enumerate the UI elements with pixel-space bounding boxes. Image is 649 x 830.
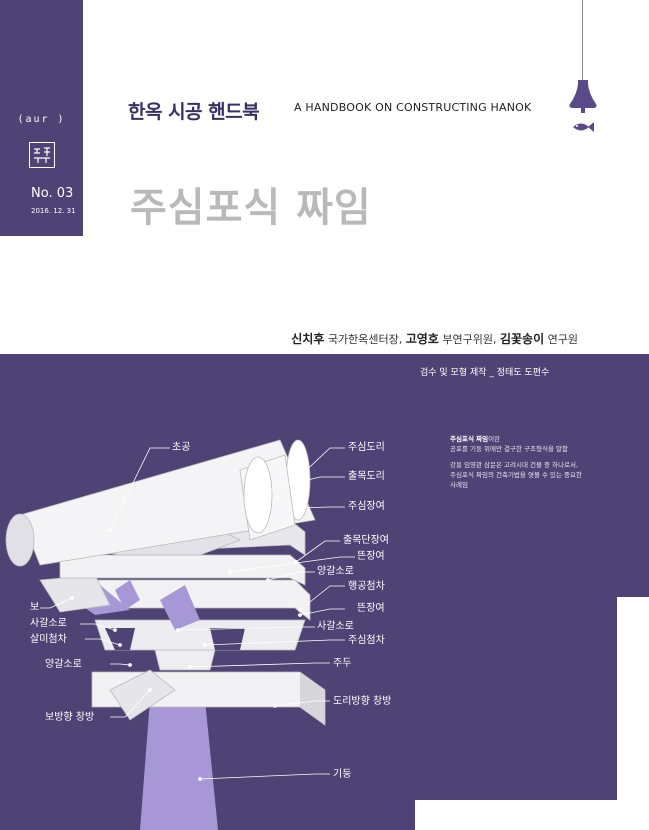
author-role: 부연구위원, [442,333,497,346]
description-line: 사례임 [450,481,468,489]
bo-changbang-shape [109,669,176,721]
label-sagalsoro-right: 사갈소로 [317,621,354,632]
page-title: 주심포식 짜임 [130,185,372,231]
label-chulmokdan-jangyeo: 출목단장여 [343,535,389,546]
gap-shape [105,628,135,650]
label-sagalsoro-left: 사갈소로 [30,618,67,629]
hanok-stamp-icon [29,142,55,168]
label-salmi-cheomcha: 살미첨차 [30,634,67,645]
label-bo-changbang: 보방향 창방 [45,712,95,723]
label-jusim-cheomcha: 주심첨차 [348,635,385,646]
label-bo: 보 [30,602,40,613]
jusimdori-end [5,513,35,567]
label-judu: 주두 [333,658,352,669]
fish-icon [573,122,594,132]
author-name: 신치후 [291,332,325,346]
issue-date: 2016. 12. 31 [31,207,76,215]
upper-jangyeo-shape [59,554,306,586]
judu-shape [154,649,216,671]
bracket-purple [115,580,140,610]
dori-changbang-side [300,672,325,725]
bracket-diagram [5,439,355,830]
description-line: 주심포식 짜임의 건축기법을 엿볼 수 있는 중요한 [450,471,582,479]
lower-arm-shape [94,619,306,651]
label-tteunjangyeo-upper: 뜬장여 [357,551,385,562]
panel-cutout [415,800,649,830]
label-haenggong-cheomcha: 행공첨차 [348,581,385,592]
description-term-suffix: 이란 [488,435,501,443]
gap-shape [210,628,245,650]
bracket-purple [160,585,200,630]
bell-icon [569,80,597,113]
label-chogong: 초공 [172,442,191,453]
author-name: 김꽃송이 [499,332,545,346]
chulmokdori-face [243,456,273,534]
author-role: 연구원 [547,333,578,346]
brand-logo: (aur ) [17,114,66,125]
authors-line: 신치후 국가한옥센터장, 고영호 부연구위원, 김꽃송이 연구원 [291,330,578,347]
handbook-title-kr: 한옥 시공 핸드북 [128,101,260,123]
description-block: 주심포식 짜임이란 공포를 기둥 위에만 결구한 구조형식을 말함 강릉 임영관… [450,434,610,496]
issue-number: No. 03 [31,186,74,201]
author-name: 고영호 [405,332,439,346]
bell-string [582,0,583,80]
panel-cutout [617,597,649,830]
description-line: 강릉 임영관 삼문은 고려시대 건물 중 하나로서, [450,461,579,469]
label-chulmokdori: 출목도리 [348,471,385,482]
model-credits: 검수 및 모형 제작 _ 정태도 도편수 [420,368,550,378]
description-line: 공포를 기둥 위에만 결구한 구조형식을 말함 [450,445,568,453]
handbook-title-en: A HANDBOOK ON CONSTRUCTING HANOK [294,101,532,114]
author-role: 국가한옥센터장, [327,333,403,346]
column-shape [140,700,218,830]
label-jusimdori: 주심도리 [348,442,385,453]
label-yanggalsoro-upper: 양갈소로 [317,566,354,577]
label-gidung: 기둥 [333,769,352,780]
label-yanggalsoro-lower: 양갈소로 [45,659,82,670]
label-tteunjangyeo-lower: 뜬장여 [357,603,385,614]
label-jusimjangyeo: 주심장여 [348,501,385,512]
label-dori-changbang: 도리방향 창방 [333,696,392,707]
description-term: 주심포식 짜임 [450,435,489,443]
issue-sidebar: (aur ) No. 03 2016. 12. 31 [0,0,83,236]
